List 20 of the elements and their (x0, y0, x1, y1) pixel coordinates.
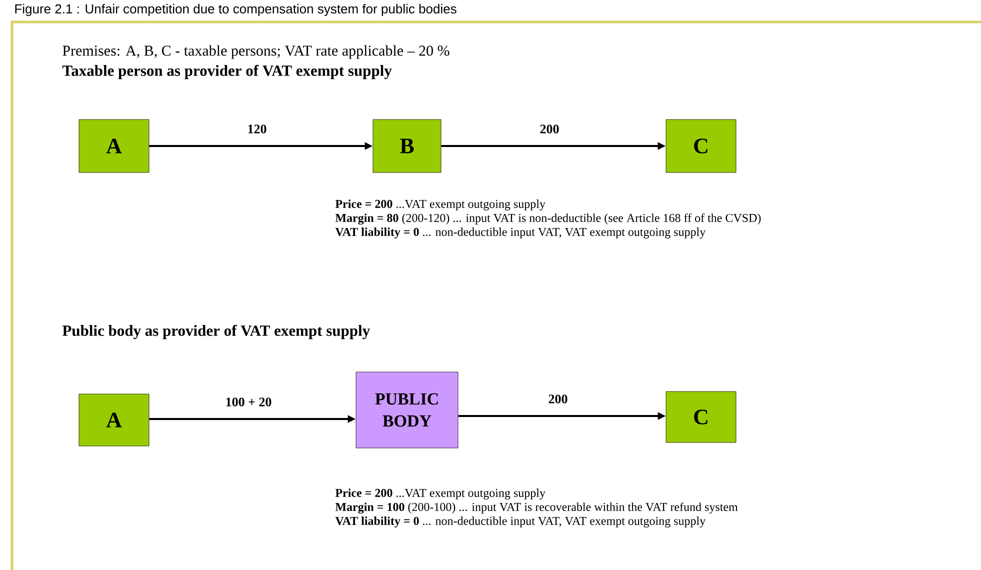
box: C (666, 119, 736, 173)
box: A (78, 394, 150, 446)
premises-text: Premises: A, B, C - taxable persons; VAT rate applicable – 20 % (62, 45, 450, 59)
edge-label: 120 (248, 124, 266, 134)
edge-label: 100 + 20 (226, 398, 272, 406)
note-line: VAT liability = 0 ... non-deductible input VAT, VAT exempt outgoing supply (335, 516, 706, 528)
note-line: VAT liability = 0 ... non-deductible input VAT, VAT exempt outgoing supply (335, 228, 706, 238)
edge-label: 200 (548, 394, 568, 404)
figure-title: Figure 2.1 : Unfair competition due to compensation system for public bodies (15, 4, 456, 16)
section-heading: Public body as provider of VAT exempt supply (62, 324, 370, 340)
note-line: Margin = 80 (200-120) ... input VAT is non-deductible (see Article 168 ff of the CVSD) (335, 213, 761, 225)
note-line: Price = 200 ...VAT exempt outgoing supply (335, 200, 546, 210)
box: A (78, 119, 150, 173)
edge-label: 200 (540, 124, 559, 134)
note-line: Price = 200 ...VAT exempt outgoing supply (335, 488, 546, 500)
box: B (372, 119, 442, 173)
box: PUBLIC BODY (356, 372, 458, 448)
section-heading: Taxable person as provider of VAT exempt supply (62, 64, 392, 80)
box: C (666, 391, 736, 443)
note-line: Margin = 100 (200-100) ... input VAT is recoverable within the VAT refund system (335, 502, 738, 514)
